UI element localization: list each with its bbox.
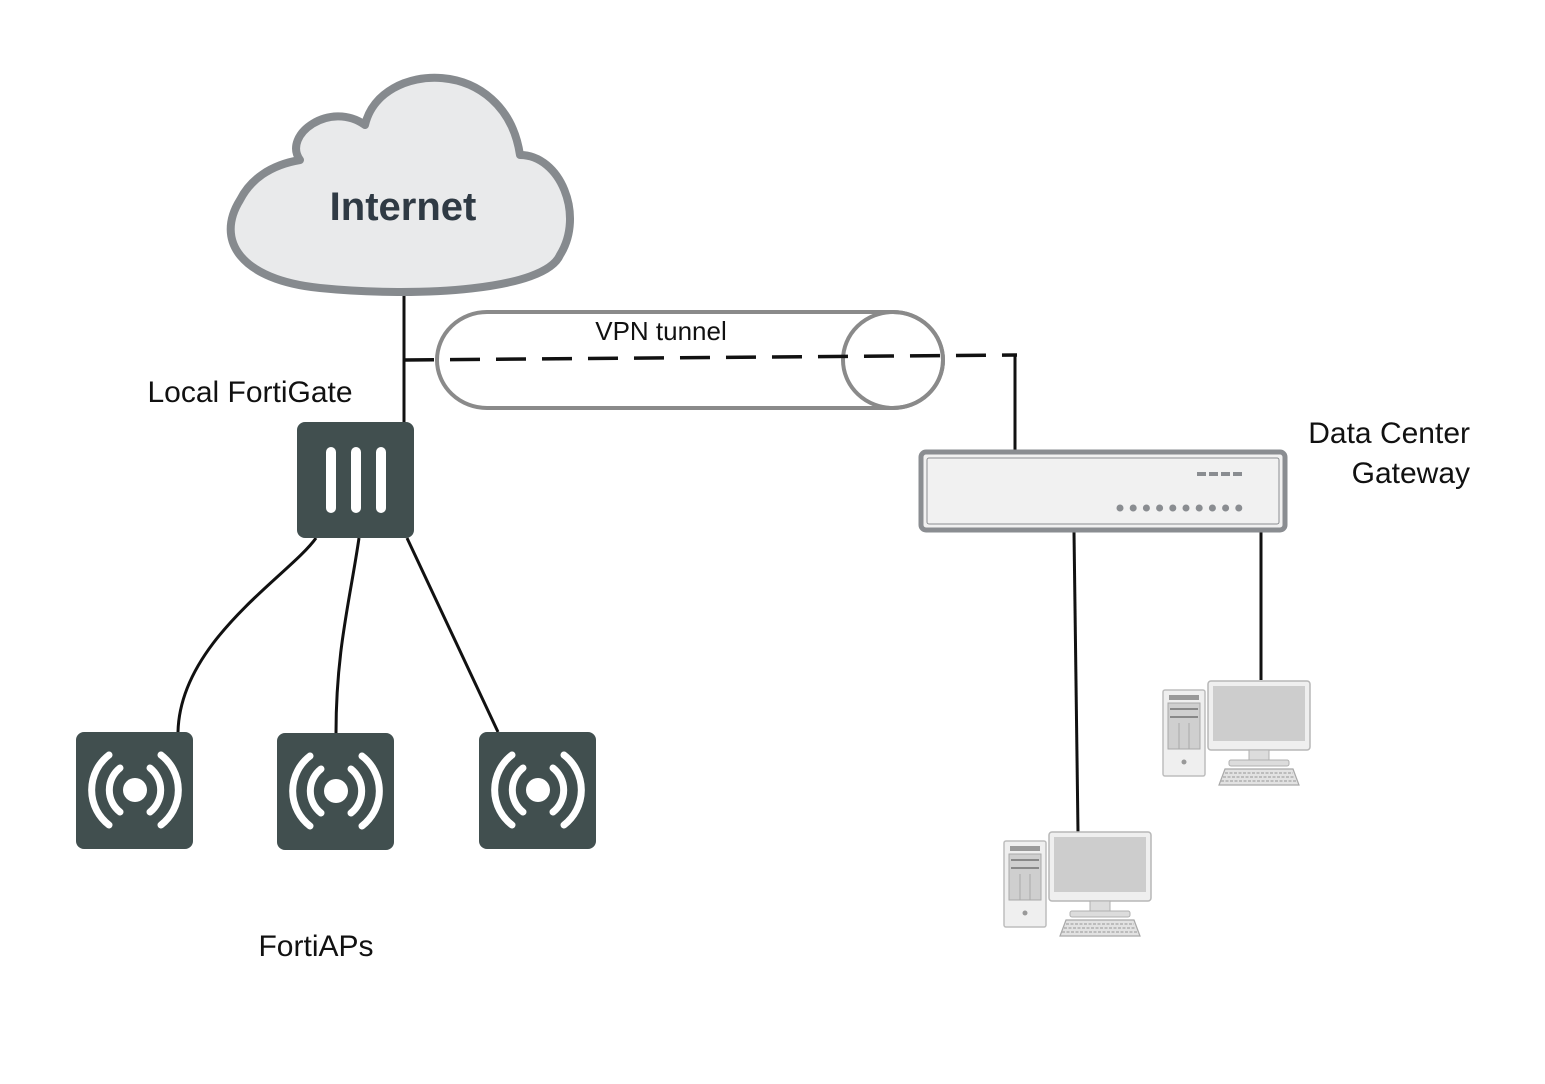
gateway-port xyxy=(1116,504,1124,512)
gateway-status-leds xyxy=(1197,472,1242,476)
fortiap-icon xyxy=(479,732,596,849)
tunnel-end xyxy=(841,310,945,410)
gateway-label-line1: Data Center xyxy=(1308,417,1470,450)
vpn-dashed-link xyxy=(403,353,1018,362)
desktop-computer-icon xyxy=(1162,680,1311,786)
gateway-ports xyxy=(1116,504,1243,512)
local-fortigate-label: Local FortiGate xyxy=(147,376,352,409)
gateway-port xyxy=(1208,504,1216,512)
vpn-tunnel-label: VPN tunnel xyxy=(595,316,727,346)
gateway-port xyxy=(1169,504,1177,512)
fortiap-icon xyxy=(277,733,394,850)
edge-fortigate-ap1 xyxy=(176,537,318,733)
gateway-label-line2: Gateway xyxy=(1352,457,1470,490)
gateway-port xyxy=(1195,504,1203,512)
data-center-gateway-icon xyxy=(918,449,1288,533)
vpn-tunnel: VPN tunnel xyxy=(403,310,1018,410)
gateway-port xyxy=(1235,504,1243,512)
connections xyxy=(176,296,1263,833)
gateway-port xyxy=(1222,504,1230,512)
edge-fortigate-ap3 xyxy=(405,537,500,733)
fortiap-group xyxy=(76,732,596,850)
edge-fortigate-ap2 xyxy=(334,537,361,734)
gateway-port xyxy=(1129,504,1137,512)
workstations xyxy=(1003,680,1311,937)
desktop-computer-icon xyxy=(1003,831,1152,937)
edge-gateway-workstation1 xyxy=(1072,531,1080,833)
internet-cloud-icon: Internet xyxy=(226,73,574,296)
fortiap-icon xyxy=(76,732,193,849)
gateway-port xyxy=(1182,504,1190,512)
fortiaps-label: FortiAPs xyxy=(258,930,373,963)
internet-label: Internet xyxy=(330,185,477,229)
gateway-port xyxy=(1142,504,1150,512)
fortigate-firewall-icon xyxy=(297,422,414,538)
gateway-port xyxy=(1156,504,1164,512)
